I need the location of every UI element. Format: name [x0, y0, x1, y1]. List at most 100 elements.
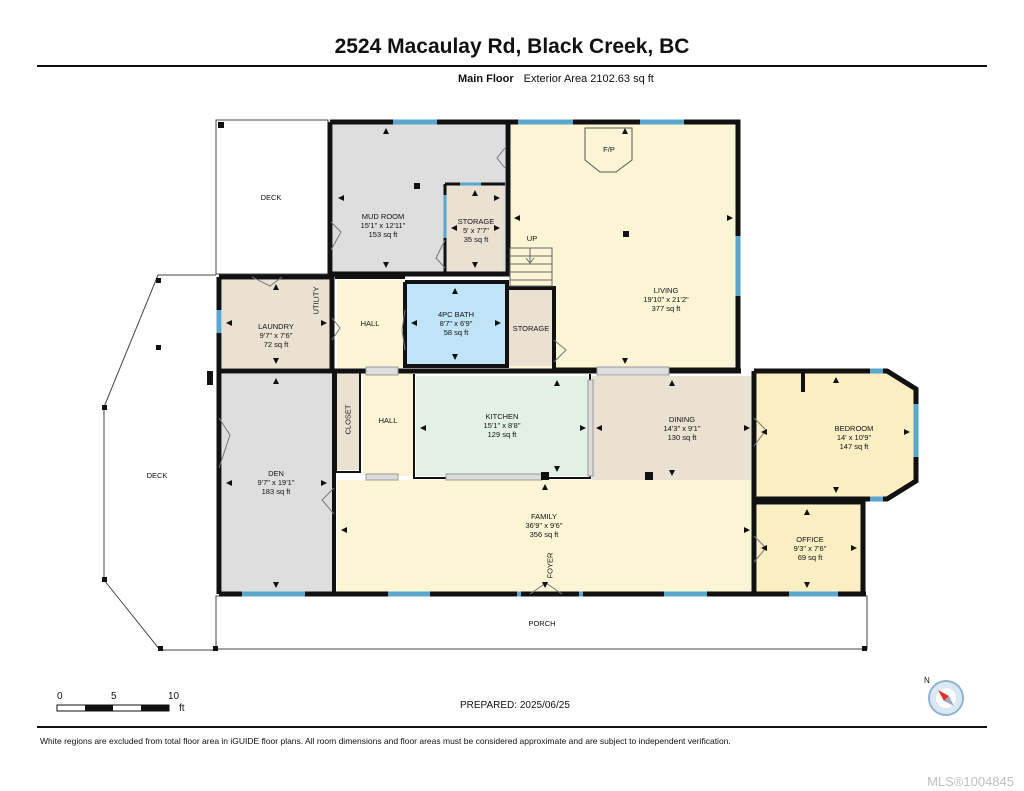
kitchen-fill [416, 376, 588, 476]
room-area: 147 sq ft [839, 442, 869, 451]
room-area: 69 sq ft [797, 553, 823, 562]
wall-markers [207, 183, 653, 480]
prepared-date: PREPARED: 2025/06/25 [460, 700, 570, 711]
room-label-hall-upper: HALL [350, 319, 390, 328]
room-name: OFFICE [796, 535, 824, 544]
room-dims: 8'7" x 6'9" [439, 319, 473, 328]
room-name: HALL [378, 416, 398, 425]
room-label-fp: F/P [594, 145, 624, 154]
floor-name: Main Floor [458, 73, 514, 85]
scale-tick-5: 5 [111, 691, 117, 702]
room-name: LAUNDRY [258, 322, 294, 331]
room-area: 130 sq ft [667, 433, 697, 442]
deck-posts [102, 122, 867, 651]
room-name: DECK [260, 193, 282, 202]
room-name: STORAGE [512, 324, 550, 333]
room-label-den: DEN 9'7" x 19'1" 183 sq ft [240, 469, 312, 496]
wall-office [754, 499, 866, 594]
family-fill [337, 480, 754, 592]
room-name: STORAGE [457, 217, 495, 226]
room-name: FAMILY [530, 512, 558, 521]
room-label-living: LIVING 19'10" x 21'2" 377 sq ft [628, 286, 704, 313]
bedroom-fill [757, 373, 914, 497]
wall-laundry [219, 274, 335, 370]
compass-icon [928, 680, 964, 716]
exterior-area: Exterior Area 2102.63 sq ft [523, 73, 654, 85]
room-label-office: OFFICE 9'3" x 7'6" 69 sq ft [774, 535, 846, 562]
room-dims: 36'9" x 9'6" [525, 521, 563, 530]
room-name: UP [526, 234, 538, 243]
room-name: PORCH [528, 619, 556, 628]
bath-fill [407, 284, 505, 364]
stairs [509, 247, 553, 287]
hall-lower-fill [363, 370, 413, 476]
room-area: 183 sq ft [261, 487, 291, 496]
dimension-arrows [226, 128, 910, 588]
laundry-fill [222, 280, 332, 368]
room-name: MUD ROOM [361, 212, 405, 221]
room-dims: 14' x 10'9" [836, 433, 872, 442]
room-label-closet: CLOSET [344, 397, 353, 443]
room-name: LIVING [653, 286, 679, 295]
room-dims: 14'3" x 9'1" [663, 424, 701, 433]
room-label-up: UP [520, 234, 544, 243]
room-name: HALL [360, 319, 380, 328]
room-dims: 19'10" x 21'2" [643, 295, 689, 304]
room-label-family: FAMILY 36'9" x 9'6" 356 sq ft [508, 512, 580, 539]
room-dims: 9'3" x 7'6" [793, 544, 827, 553]
room-label-kitchen: KITCHEN 15'1" x 8'8" 129 sq ft [466, 412, 538, 439]
storage-lower-fill [509, 290, 553, 366]
room-name: CLOSET [343, 404, 353, 435]
room-area: 35 sq ft [463, 235, 489, 244]
windows [216, 119, 919, 597]
wall-storage [507, 286, 556, 370]
room-label-laundry: LAUNDRY 9'7" x 7'6" 72 sq ft [240, 322, 312, 349]
room-dims: 5' x 7'7" [463, 226, 489, 235]
room-area: 356 sq ft [529, 530, 559, 539]
room-name: KITCHEN [485, 412, 519, 421]
scale-unit: ft [179, 703, 185, 714]
room-area: 129 sq ft [487, 430, 517, 439]
room-dims: 9'7" x 7'6" [259, 331, 293, 340]
room-name: DINING [668, 415, 696, 424]
room-name: FOYER [545, 552, 555, 579]
room-area: 58 sq ft [443, 328, 469, 337]
room-dims: 9'7" x 19'1" [257, 478, 295, 487]
mls-watermark: MLS®1004845 [927, 774, 1014, 789]
room-dims: 15'1" x 8'8" [483, 421, 521, 430]
room-name: 4PC BATH [437, 310, 475, 319]
dining-fill [592, 376, 754, 480]
room-label-bedroom: BEDROOM 14' x 10'9" 147 sq ft [816, 424, 892, 451]
deck-left-outline [103, 274, 216, 651]
compass-label: N [924, 676, 930, 685]
room-area: 153 sq ft [368, 230, 398, 239]
room-label-porch: PORCH [516, 619, 568, 628]
room-area: 377 sq ft [651, 304, 681, 313]
floor-subheader: Main Floor Exterior Area 2102.63 sq ft [458, 73, 654, 85]
room-dims: 15'1" x 12'11" [360, 221, 406, 230]
closet-fill [337, 370, 361, 470]
page-title: 2524 Macaulay Rd, Black Creek, BC [334, 35, 690, 58]
room-label-dining: DINING 14'3" x 9'1" 130 sq ft [646, 415, 718, 442]
room-name: DECK [146, 471, 168, 480]
hall-upper-fill [337, 280, 403, 368]
room-name: DEN [268, 469, 284, 478]
room-area: 72 sq ft [263, 340, 289, 349]
title-rule [37, 65, 987, 67]
room-label-storage-lower: STORAGE [508, 324, 554, 333]
room-label-deck-left: DECK [134, 471, 180, 480]
room-label-deck-top: DECK [248, 193, 294, 202]
scale-tick-0: 0 [57, 691, 63, 702]
room-label-foyer: FOYER [546, 546, 555, 586]
room-label-storage-upper: STORAGE 5' x 7'7" 35 sq ft [450, 217, 502, 244]
room-label-bath: 4PC BATH 8'7" x 6'9" 58 sq ft [420, 310, 492, 337]
wall-mudroom [327, 119, 511, 277]
room-name: F/P [603, 145, 615, 154]
room-label-utility: UTILITY [312, 281, 321, 321]
den-fill [222, 374, 332, 592]
footer-rule [37, 726, 987, 728]
room-fills [222, 124, 914, 592]
room-name: BEDROOM [834, 424, 874, 433]
office-fill [757, 505, 861, 592]
